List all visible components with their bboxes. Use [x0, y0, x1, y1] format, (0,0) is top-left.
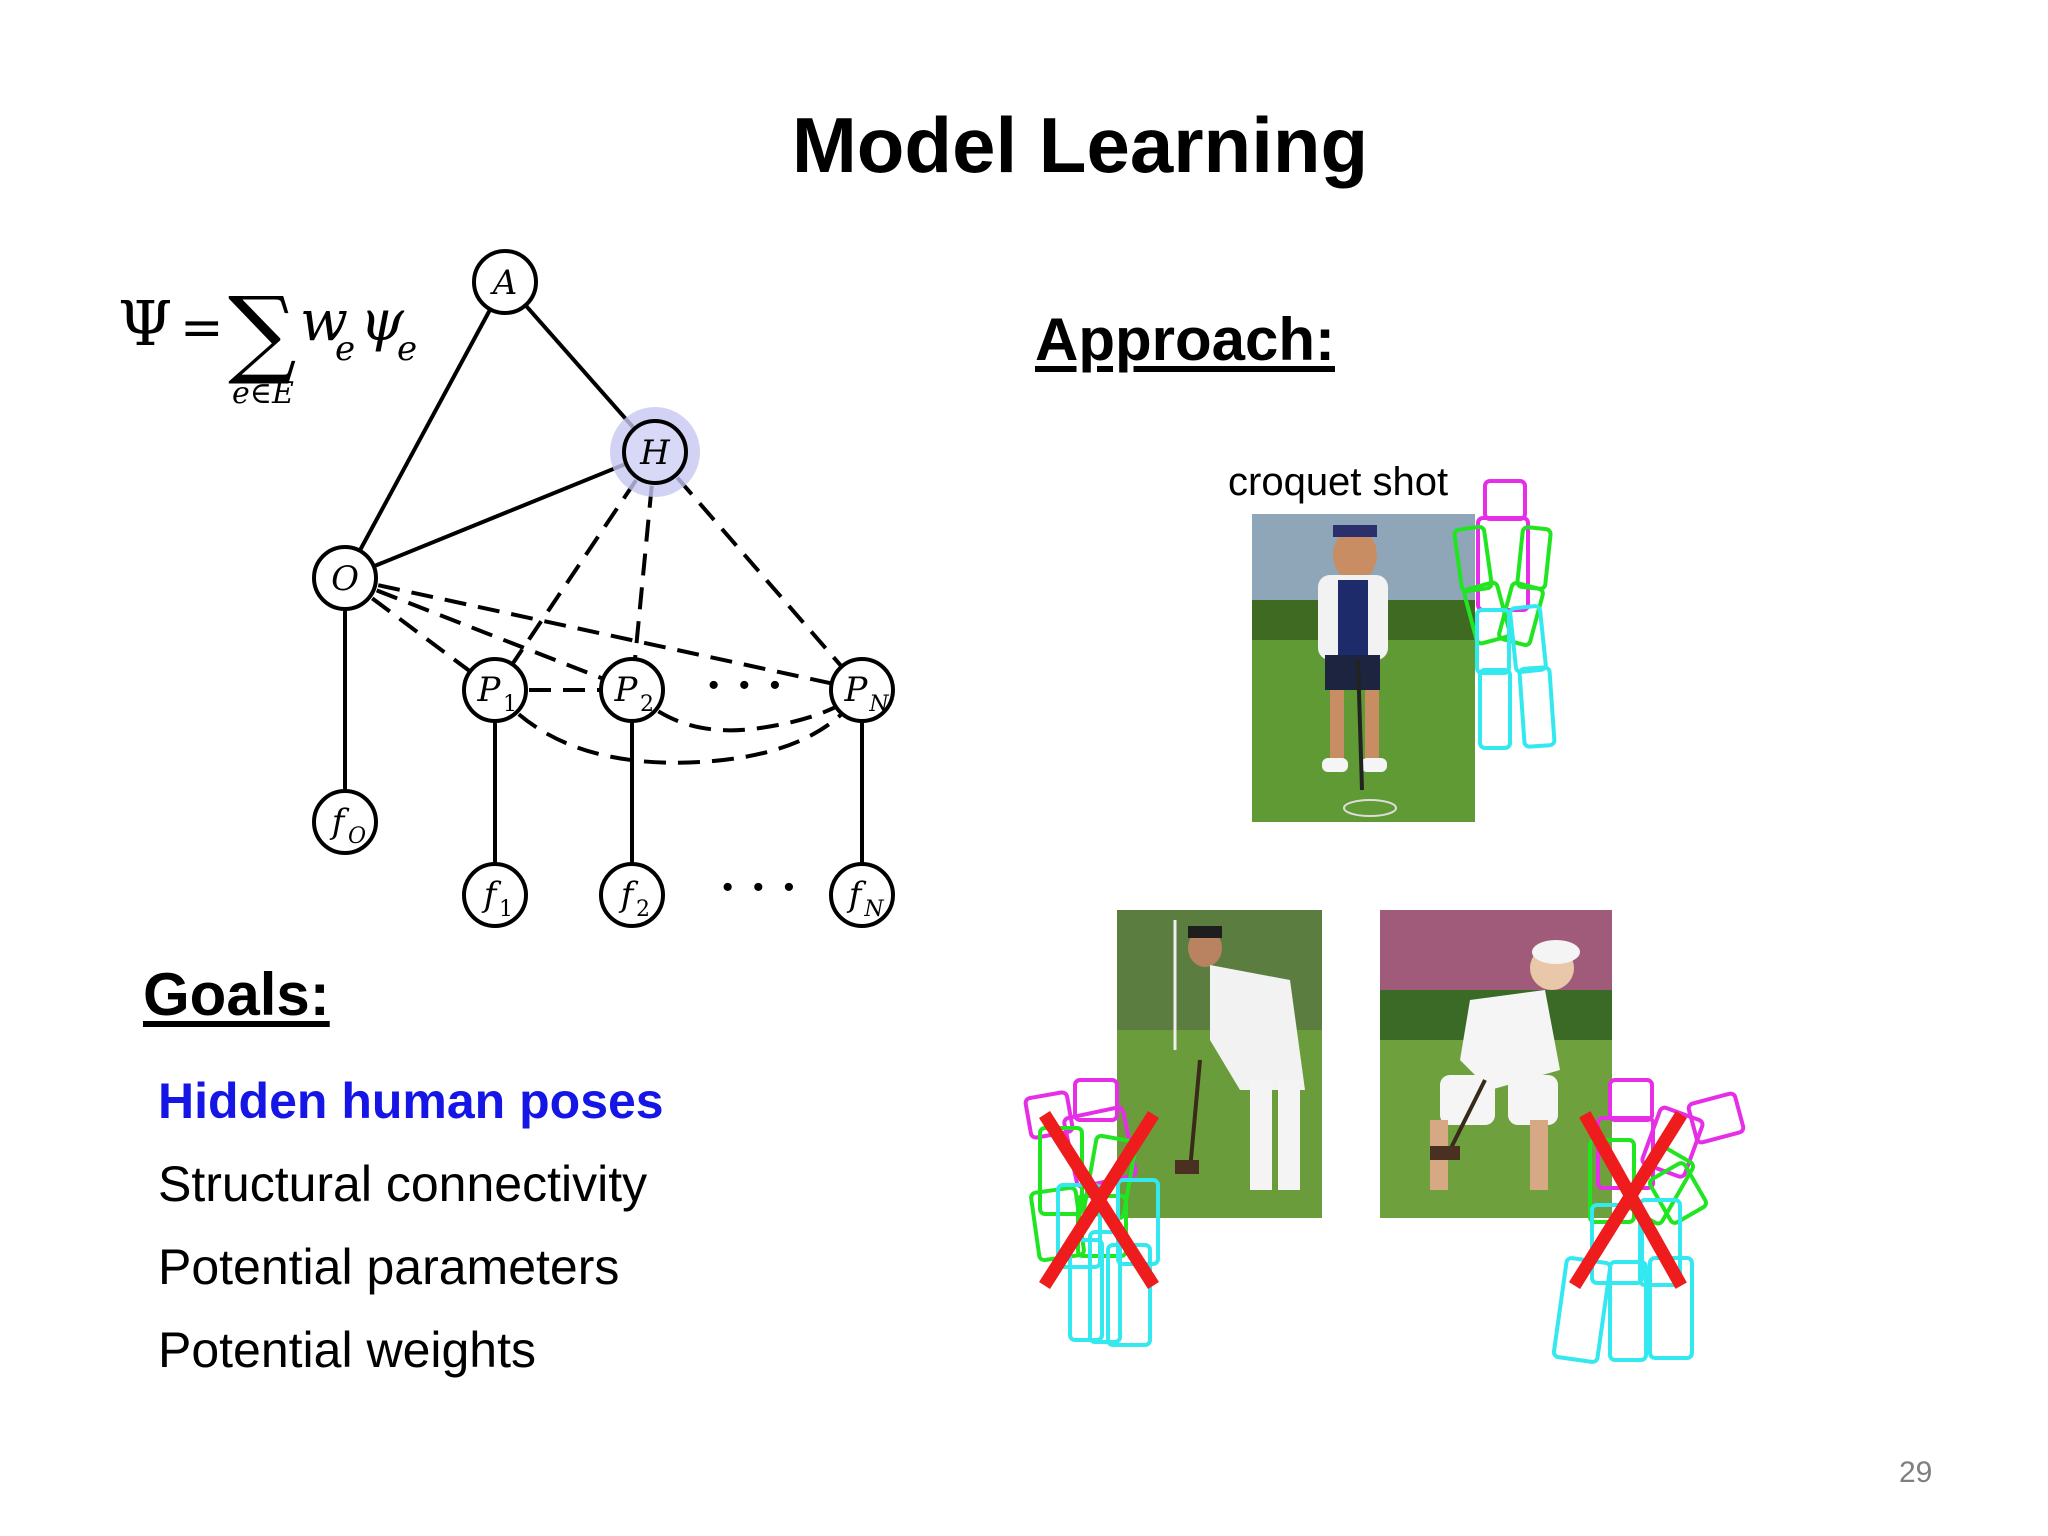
node-f2-sub: 2 [636, 897, 650, 922]
graph-nodes: A H O P 1 P 2 P N f O [312, 249, 895, 928]
node-PN: P N [829, 657, 895, 723]
ellipsis-p: · · · [706, 660, 783, 711]
node-f1-sub: 1 [499, 897, 513, 922]
slide-title: Model Learning [791, 101, 1369, 189]
node-P2-label: P [614, 670, 639, 710]
node-A: A [472, 249, 538, 315]
node-fN-sub: N [863, 897, 884, 922]
node-fN: f N [829, 862, 895, 928]
node-H: H [610, 407, 700, 497]
pose-figure-top [1452, 479, 1557, 750]
solid-edges [343, 280, 864, 895]
node-H-label: H [639, 433, 671, 473]
croquet-shot-label: croquet shot [1228, 460, 1449, 504]
goal-item-hidden-human-poses: Hidden human poses [158, 1073, 664, 1129]
node-f1: f 1 [462, 862, 528, 928]
formula-psi-sub: e [397, 329, 417, 369]
croquet-photo-top [1252, 514, 1475, 822]
node-fO-sub: O [348, 824, 366, 849]
edge-H-PN [653, 450, 864, 692]
red-cross-right [1569, 1111, 1687, 1289]
ellipsis-f: · · · [720, 862, 797, 913]
node-P2: P 2 [599, 657, 665, 723]
goal-item-potential-weights: Potential weights [158, 1322, 537, 1378]
potential-formula: Ψ = ∑ w e ψ e e∈E [118, 276, 417, 411]
formula-sum-symbol: ∑ [228, 276, 297, 388]
formula-w-sub: e [335, 329, 355, 369]
dashed-edges [343, 450, 864, 765]
edge-H-P1 [493, 450, 657, 692]
goal-item-structural-connectivity: Structural connectivity [158, 1156, 648, 1212]
formula-sum-index: e∈E [232, 376, 294, 411]
edge-H-O [344, 450, 656, 580]
goals-heading: Goals: [143, 961, 330, 1028]
node-P1-sub: 1 [503, 692, 517, 717]
approach-heading: Approach: [1035, 306, 1335, 373]
node-f2: f 2 [599, 862, 665, 928]
edge-O-P2 [344, 576, 633, 692]
formula-equals: = [180, 298, 224, 358]
croquet-photo-bottom-left [1117, 910, 1322, 1218]
edge-P1-PN [493, 688, 864, 765]
goal-item-potential-parameters: Potential parameters [158, 1239, 620, 1295]
croquet-photo-bottom-right [1380, 910, 1612, 1218]
node-A-label: A [490, 263, 518, 303]
formula-w: w [300, 289, 348, 354]
formula-psi: ψ [360, 289, 405, 354]
edge-O-PN [344, 576, 863, 692]
formula-psi-capital: Ψ [118, 287, 172, 360]
node-PN-label: P [844, 670, 869, 710]
node-O: O [312, 545, 378, 611]
node-O-label: O [331, 559, 359, 599]
node-fO: f O [312, 789, 378, 855]
node-P2-sub: 2 [640, 692, 654, 717]
node-P1: P 1 [462, 657, 528, 723]
node-P1-label: P [477, 670, 502, 710]
node-PN-sub: N [868, 692, 889, 717]
edge-A-O [343, 281, 507, 579]
red-cross-left [1039, 1111, 1159, 1289]
page-number: 29 [1899, 1456, 1933, 1489]
